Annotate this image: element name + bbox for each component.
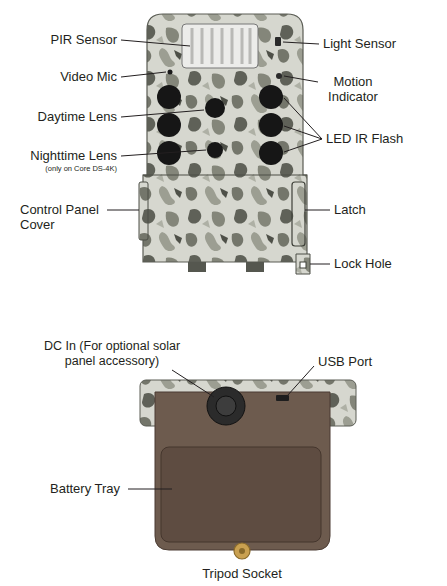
- part-label: (only on Core DS-4K): [45, 164, 117, 173]
- part-label: Latch: [334, 202, 366, 217]
- part-label: Tripod Socket: [202, 566, 282, 581]
- part-label: Daytime Lens: [38, 109, 117, 124]
- part-label: Video Mic: [60, 69, 117, 84]
- part-label: Lock Hole: [334, 256, 392, 271]
- part-label: Motion Indicator: [321, 74, 385, 104]
- camera-front: [139, 14, 310, 274]
- part-label: USB Port: [318, 354, 372, 369]
- part-label: DC In (For optional solar panel accessor…: [41, 339, 183, 369]
- part-label: Nighttime Lens: [30, 148, 117, 163]
- part-label: LED IR Flash: [326, 131, 403, 146]
- part-label: Light Sensor: [323, 36, 396, 51]
- part-label: Battery Tray: [50, 481, 120, 496]
- camera-bottom: [140, 380, 356, 559]
- part-label: Control Panel Cover: [20, 202, 112, 232]
- part-label: PIR Sensor: [51, 32, 117, 47]
- leader-lines: [107, 40, 330, 489]
